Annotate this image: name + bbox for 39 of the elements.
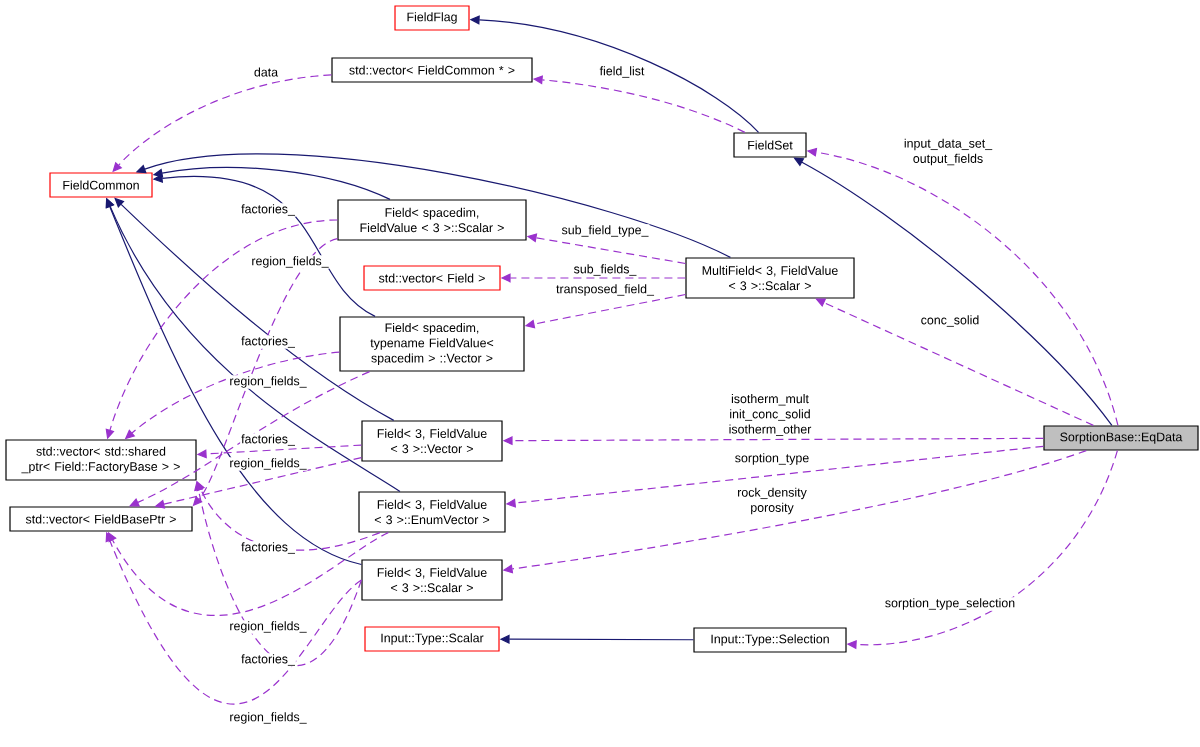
edge-label: conc_solid — [919, 314, 981, 328]
edge-label: region_fields_ — [228, 457, 308, 471]
edge-label: region_fields_ — [228, 620, 308, 634]
edge-label: field_list — [598, 65, 646, 79]
class-box: Field< spacedim, typename FieldValue< spacedim > ::Vector > — [339, 316, 525, 372]
class-box: Field< 3, FieldValue < 3 >::EnumVector > — [358, 491, 506, 533]
class-box: std::vector< std::shared _ptr< Field::FactoryBase > > — [5, 439, 197, 481]
class-box: SorptionBase::EqData — [1043, 425, 1199, 451]
edge-label: transposed_field_ — [555, 283, 655, 297]
edge-label: factories_ — [240, 433, 296, 447]
class-box: std::vector< FieldBasePtr > — [9, 506, 193, 532]
edge-label: isotherm_mult init_conc_solid isotherm_other — [714, 393, 826, 437]
edge-label: sub_field_type_ — [560, 224, 650, 238]
class-box: std::vector< Field > — [363, 265, 501, 291]
class-box: Field< 3, FieldValue < 3 >::Vector > — [361, 420, 503, 462]
class-box: FieldSet — [733, 132, 807, 158]
edge-label: data — [252, 66, 280, 78]
dependency-arrow — [129, 371, 371, 507]
class-box: std::vector< FieldCommon * > — [331, 57, 533, 83]
edge-label: sorption_type — [733, 452, 811, 466]
edge-label: sorption_type_selection — [883, 597, 1017, 611]
edge-label: input_data_set_ output_fields — [892, 137, 1004, 167]
edge-label: factories_ — [240, 541, 296, 555]
class-box: Input::Type::Scalar — [364, 626, 500, 652]
class-box: FieldCommon — [49, 172, 153, 198]
class-box: FieldFlag — [394, 5, 470, 31]
class-box: Field< 3, FieldValue < 3 >::Scalar > — [361, 559, 503, 601]
edge-label: region_fields_ — [228, 375, 308, 389]
edge-label: factories_ — [240, 203, 296, 217]
edge-label: region_fields_ — [228, 711, 308, 725]
edge-label: factories_ — [240, 335, 296, 349]
edge-label: sub_fields_ — [572, 263, 638, 277]
edge-label: rock_density porosity — [726, 486, 818, 516]
edge-label: factories_ — [240, 653, 296, 667]
dependency-arrow — [815, 298, 1094, 426]
edge-label: region_fields_ — [250, 255, 330, 269]
class-box: Field< spacedim, FieldValue < 3 >::Scalar > — [337, 199, 527, 241]
class-box: Input::Type::Selection — [693, 627, 847, 653]
class-box: MultiField< 3, FieldValue < 3 >::Scalar > — [685, 257, 855, 299]
